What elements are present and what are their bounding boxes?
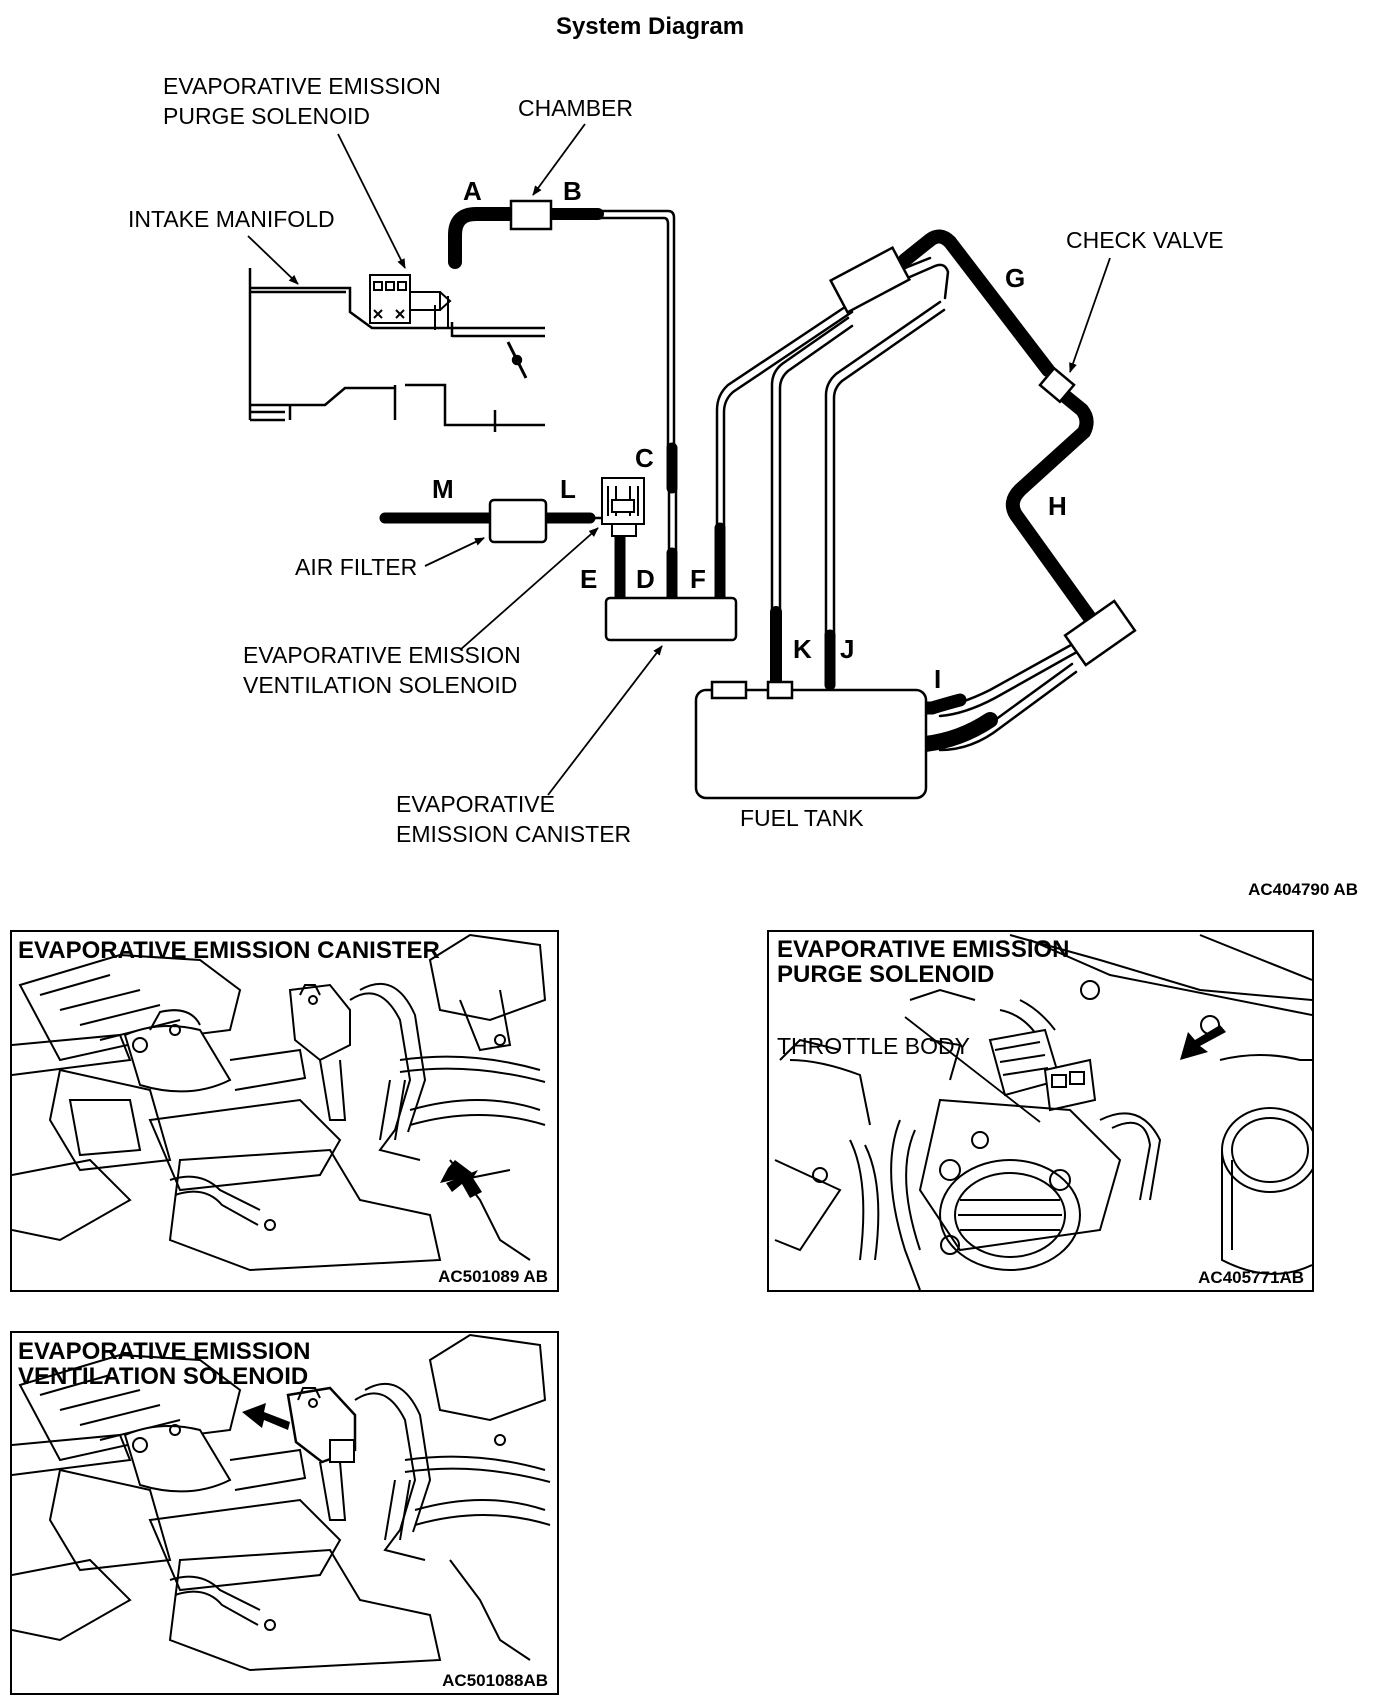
- hose-label-j: J: [840, 634, 854, 664]
- panel-vent-title-1: EVAPORATIVE EMISSION: [18, 1338, 311, 1365]
- panel-purge-title-1: EVAPORATIVE EMISSION: [777, 936, 1070, 963]
- panel-canister-code: AC501089 AB: [438, 1267, 548, 1286]
- label-check-valve: CHECK VALVE: [1066, 227, 1224, 253]
- panel-canister-title: EVAPORATIVE EMISSION CANISTER: [18, 937, 440, 964]
- label-chamber: CHAMBER: [518, 95, 633, 121]
- hose-label-i: I: [934, 664, 941, 694]
- leader-lines: [247, 123, 1111, 796]
- panel-purge-code: AC405771AB: [1198, 1268, 1304, 1287]
- panel-canister: EVAPORATIVE EMISSION CANISTER AC501089 A…: [10, 930, 559, 1292]
- label-vent-solenoid-2: VENTILATION SOLENOID: [243, 672, 517, 698]
- hose-label-k: K: [793, 634, 812, 664]
- intake-manifold: [248, 268, 545, 432]
- label-purge-solenoid-2: PURGE SOLENOID: [163, 103, 370, 129]
- ventilation-solenoid: [601, 477, 645, 537]
- purge-solenoid: [369, 274, 452, 330]
- diagram-code: AC404790 AB: [1248, 880, 1358, 899]
- panel-ventilation-solenoid: EVAPORATIVE EMISSION VENTILATION SOLENOI…: [10, 1331, 559, 1695]
- hose-label-b: B: [563, 176, 582, 206]
- panel-purge-throttle-body: THROTTLE BODY: [777, 1033, 970, 1059]
- check-valve: [1038, 366, 1076, 404]
- hose-label-g: G: [1005, 263, 1025, 293]
- hose-label-f: F: [690, 564, 706, 594]
- hose-joint-upper: [828, 245, 912, 315]
- canister: [604, 596, 738, 642]
- label-canister-2: EMISSION CANISTER: [396, 821, 631, 847]
- hose-label-a: A: [463, 176, 482, 206]
- canister-pointer-arrow: [440, 1160, 475, 1183]
- label-intake-manifold: INTAKE MANIFOLD: [128, 206, 335, 232]
- chamber: [509, 199, 553, 231]
- purge-pointer-arrow: [1180, 1025, 1226, 1060]
- page-title: System Diagram: [556, 13, 744, 40]
- label-purge-solenoid-1: EVAPORATIVE EMISSION: [163, 73, 441, 99]
- label-fuel-tank: FUEL TANK: [740, 805, 864, 831]
- hose-label-m: M: [432, 474, 454, 504]
- label-air-filter: AIR FILTER: [295, 554, 417, 580]
- hose-label-e: E: [580, 564, 597, 594]
- hose-label-d: D: [636, 564, 655, 594]
- hose-joint-lower: [1063, 599, 1137, 667]
- hose-label-c: C: [635, 443, 654, 473]
- hose-label-h: H: [1048, 491, 1067, 521]
- panel-purge-title-2: PURGE SOLENOID: [777, 961, 994, 988]
- label-vent-solenoid-1: EVAPORATIVE EMISSION: [243, 642, 521, 668]
- label-canister-1: EVAPORATIVE: [396, 791, 555, 817]
- panel-vent-code: AC501088AB: [442, 1671, 548, 1690]
- hoses: [379, 207, 1097, 752]
- air-filter: [488, 498, 548, 544]
- panel-purge-solenoid: EVAPORATIVE EMISSION PURGE SOLENOID THRO…: [767, 930, 1314, 1292]
- fuel-tank: [694, 680, 928, 800]
- hose-label-l: L: [560, 474, 576, 504]
- vent-pointer-arrow: [242, 1403, 290, 1430]
- panel-vent-title-2: VENTILATION SOLENOID: [18, 1363, 308, 1390]
